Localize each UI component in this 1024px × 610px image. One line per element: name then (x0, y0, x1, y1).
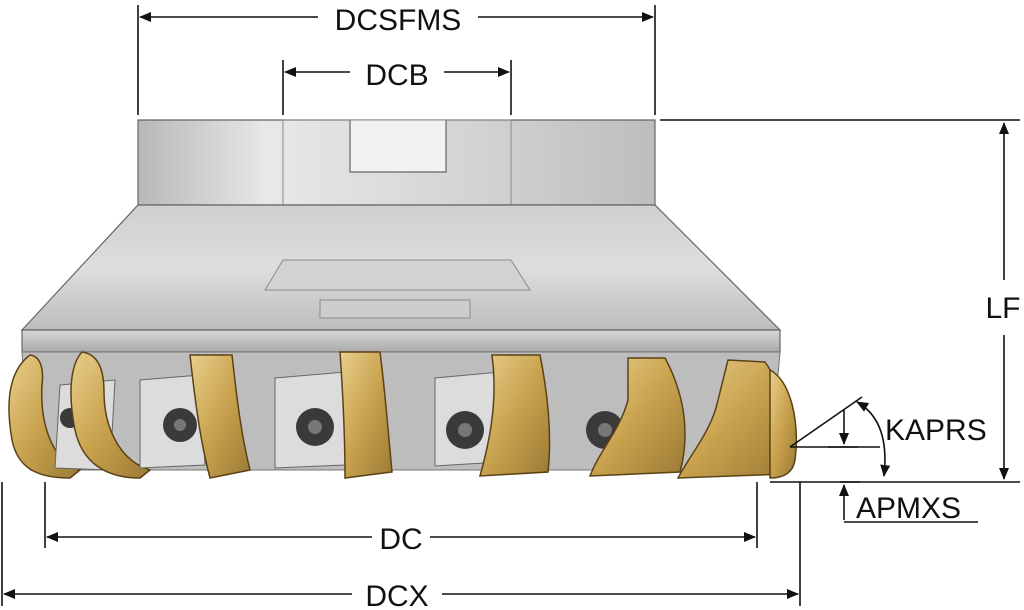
insert-1 (8, 354, 82, 479)
insert-6 (586, 357, 686, 477)
insert-2 (54, 351, 152, 479)
label-lf: LF (985, 292, 1020, 325)
insert-4 (274, 351, 393, 479)
label-kaprs: KAPRS (885, 414, 987, 447)
label-apmxs: APMXS (856, 492, 961, 525)
bore-step (264, 259, 531, 291)
label-dcb: DCB (365, 59, 428, 92)
label-dc: DC (379, 523, 422, 556)
dimension-labels: DCSFMS DCB LF KAPRS APMXS DC DCX (335, 4, 1021, 610)
keyway-slot (349, 120, 447, 173)
insert-3 (139, 354, 251, 479)
insert-5 (434, 354, 551, 477)
label-dcsfms: DCSFMS (335, 4, 462, 37)
bore-step-2 (319, 299, 471, 319)
insert-row (8, 351, 798, 479)
kaprs-angle-line (789, 396, 863, 448)
label-dcx: DCX (365, 580, 428, 610)
kaprs-arc (856, 401, 891, 477)
lower-band (21, 329, 781, 353)
dimension-lines (1, 5, 1020, 606)
insert-8 (769, 368, 798, 479)
